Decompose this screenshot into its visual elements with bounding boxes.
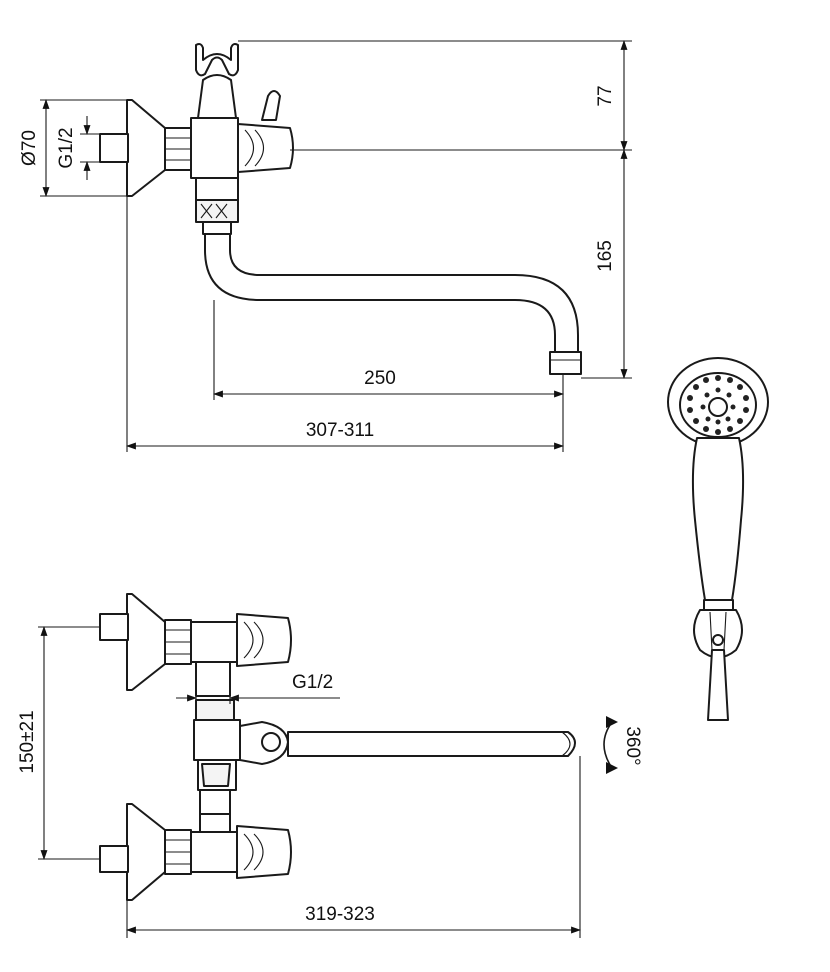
dim-thread-bottom: G1/2 [292, 672, 333, 693]
hand-shower-illustration [667, 357, 769, 721]
dim-diameter-70: Ø70 [19, 130, 40, 166]
bottom-faucet-front-view [99, 593, 576, 901]
dim-250: 250 [364, 368, 396, 389]
dim-thread-top: G1/2 [56, 127, 77, 168]
dim-165: 165 [595, 240, 616, 272]
dim-307-311: 307-311 [306, 420, 374, 441]
dim-319-323: 319-323 [305, 904, 375, 925]
top-dimension-lines [40, 40, 632, 452]
top-faucet-side-view [99, 43, 582, 375]
dim-77: 77 [595, 85, 616, 106]
dim-150-21: 150±21 [17, 710, 38, 773]
bottom-dimension-lines [38, 626, 618, 938]
dim-swivel-360: 360° [622, 726, 643, 765]
